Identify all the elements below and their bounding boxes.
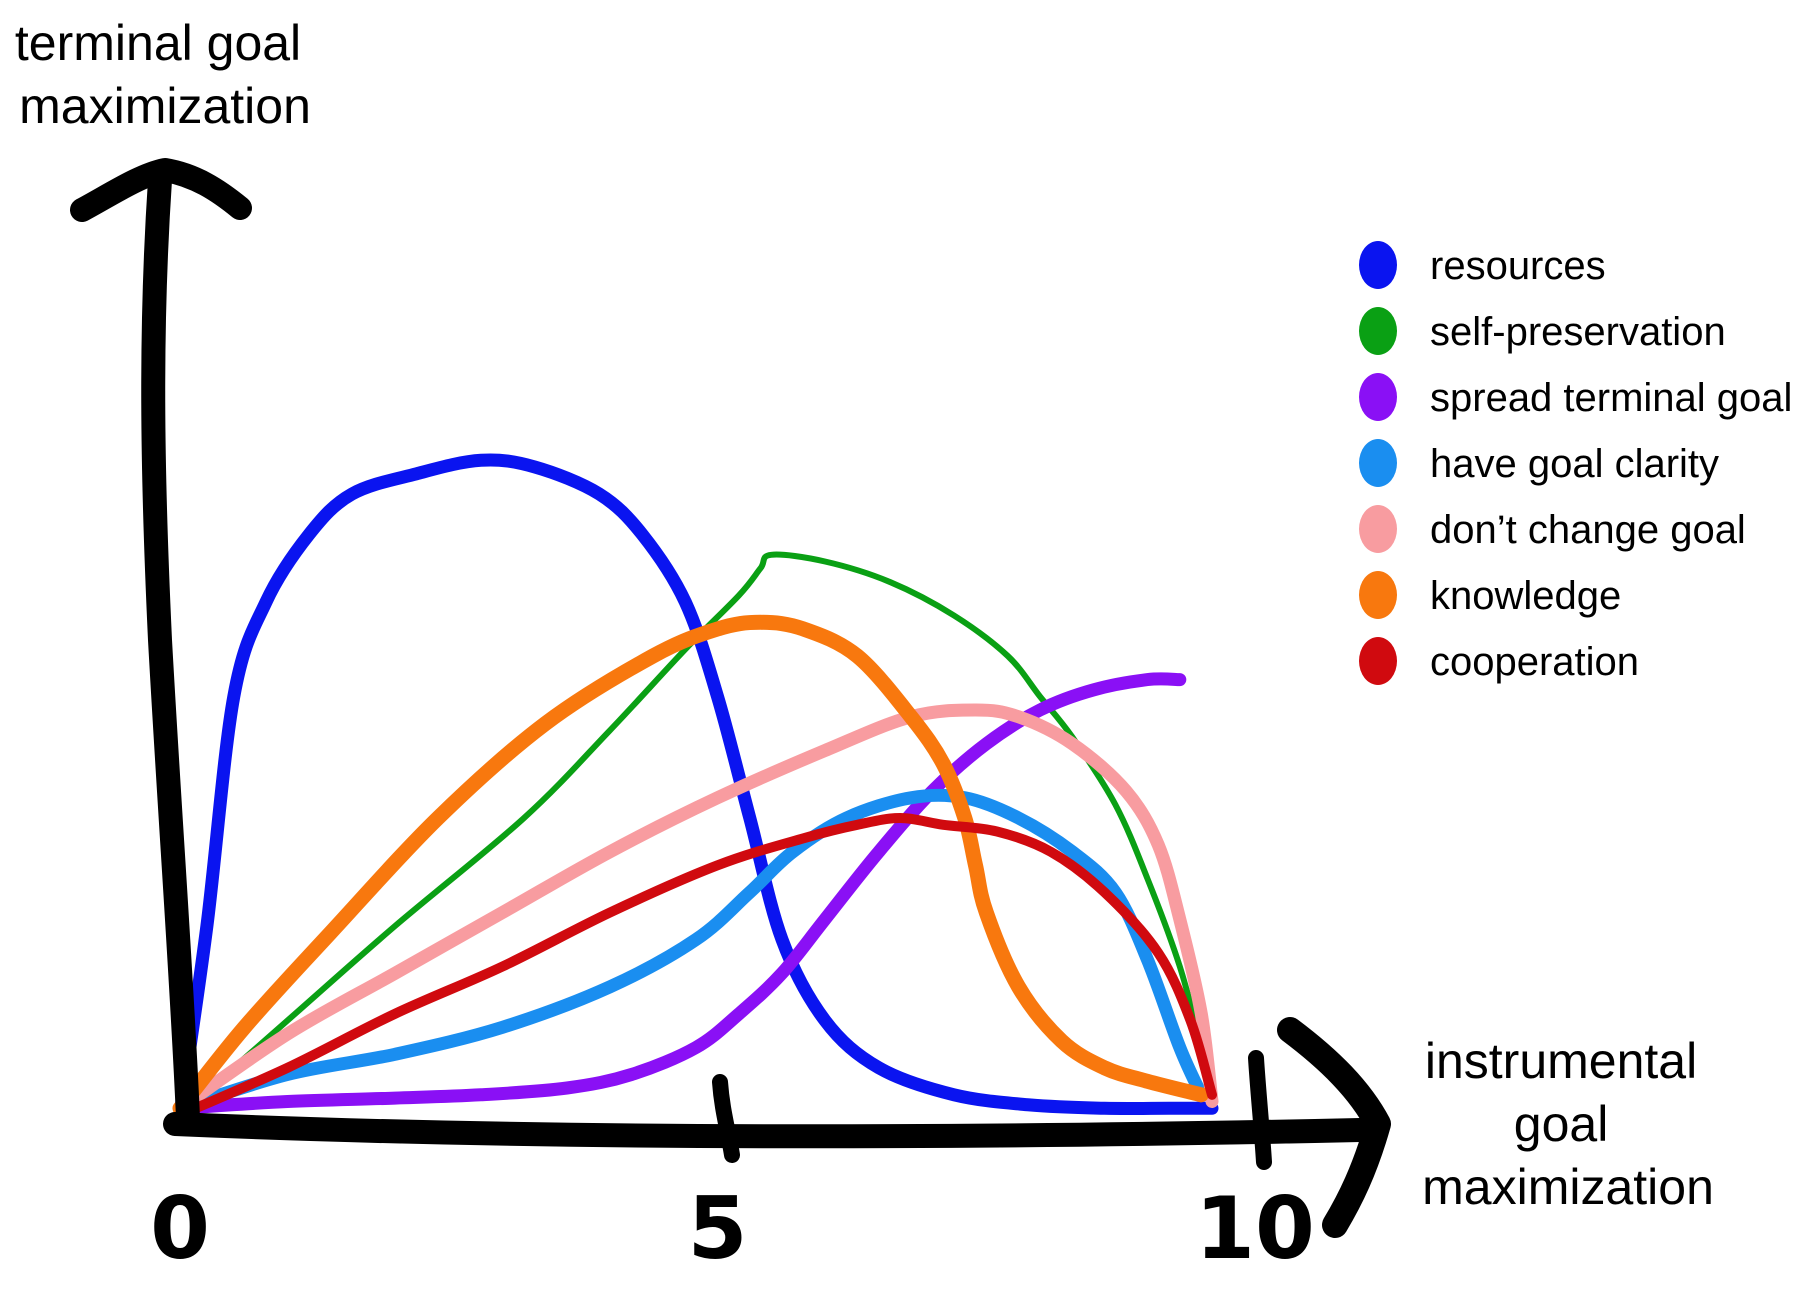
legend-label-knowledge: knowledge: [1430, 574, 1621, 618]
series-line-don-t-change-goal: [173, 703, 1219, 1115]
axes: [70, 158, 1391, 1238]
legend-swatch-cooperation: [1359, 637, 1397, 685]
legend-label-resources: resources: [1430, 244, 1606, 288]
x-axis-title-line-2: goal: [1514, 1096, 1609, 1152]
tick-labels: 0 5 10: [150, 1179, 1315, 1279]
series-line-spread-terminal-goal: [173, 672, 1187, 1115]
series-line-resources: [173, 453, 1219, 1122]
series-line-self-preservation: [177, 551, 1215, 1118]
x-axis-title-line-1: instrumental: [1425, 1033, 1697, 1089]
legend: resources self-preservation spread termina…: [1359, 241, 1792, 685]
legend-label-spread-terminal-goal: spread terminal goal: [1430, 376, 1792, 420]
y-axis-title-line-2: maximization: [19, 78, 311, 134]
legend-swatch-have-goal-clarity: [1359, 439, 1397, 487]
x-axis-arrowhead: [1277, 1017, 1391, 1238]
series-layer: [172, 453, 1219, 1122]
x-tick-5: [712, 1074, 740, 1163]
series-line-cooperation: [175, 813, 1217, 1120]
x-tick-10: [1248, 1050, 1272, 1170]
x-tick-label-5: 5: [688, 1179, 748, 1279]
x-tick-label-10: 10: [1195, 1179, 1315, 1279]
legend-label-have-goal-clarity: have goal clarity: [1430, 442, 1719, 486]
legend-swatch-don-t-change-goal: [1359, 505, 1397, 553]
legend-swatch-spread-terminal-goal: [1359, 373, 1397, 421]
x-axis-title-line-3: maximization: [1422, 1159, 1714, 1215]
legend-label-don-t-change-goal: don’t change goal: [1430, 508, 1746, 552]
y-axis-arrowhead: [70, 158, 252, 222]
x-axis-title: instrumental goal maximization: [1422, 1033, 1714, 1215]
y-axis-title: terminal goal maximization: [15, 15, 315, 134]
legend-swatch-resources: [1359, 241, 1397, 289]
y-axis-title-line-1: terminal goal: [15, 15, 301, 71]
y-axis-line: [141, 168, 200, 1130]
series-line-have-goal-clarity: [173, 788, 1208, 1115]
series-line-knowledge: [172, 614, 1209, 1116]
x-tick-label-0: 0: [150, 1179, 210, 1279]
legend-swatch-knowledge: [1359, 571, 1397, 619]
x-axis-line: [163, 1112, 1372, 1149]
legend-label-self-preservation: self-preservation: [1430, 310, 1726, 354]
legend-label-cooperation: cooperation: [1430, 640, 1639, 684]
legend-swatch-self-preservation: [1359, 307, 1397, 355]
